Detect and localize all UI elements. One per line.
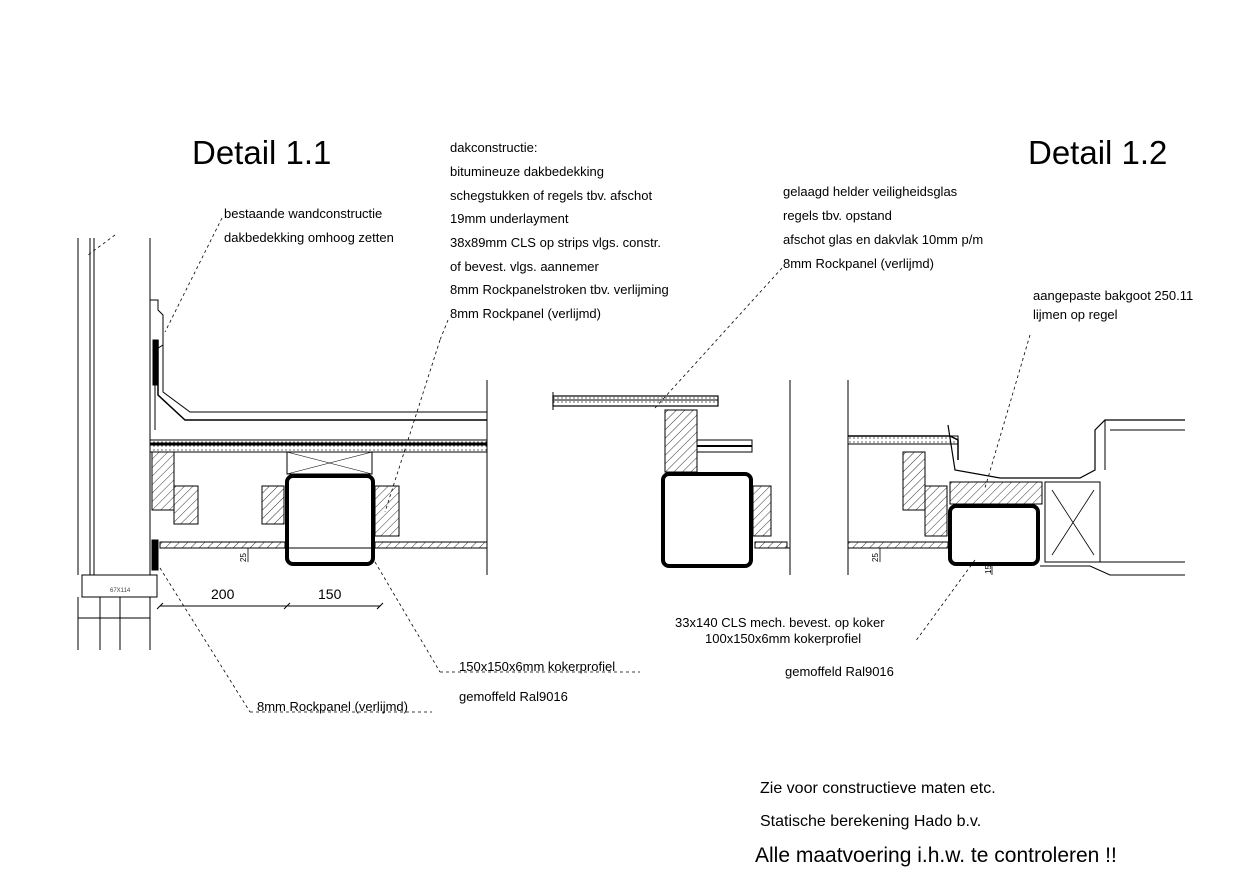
gutter-note-line: aangepaste bakgoot 250.11 <box>1033 288 1194 303</box>
profile-note-line: gemoffeld Ral9016 <box>459 689 568 704</box>
wall-note-line: bestaande wandconstructie <box>224 206 383 221</box>
footer-line: Statische berekening Hado b.v. <box>760 813 982 830</box>
roof-note-line: 38x89mm CLS op strips vlgs. constr. <box>450 235 661 250</box>
footer-line: Zie voor constructieve maten etc. <box>760 780 996 797</box>
panel-note-left: 8mm Rockpanel (verlijmd) <box>257 699 408 714</box>
roof-note-line: 19mm underlayment <box>450 211 569 226</box>
profile-note-line: 150x150x6mm kokerprofiel <box>459 659 616 674</box>
glass-note-line: 8mm Rockpanel (verlijmd) <box>783 256 934 271</box>
detail-1-1-title: Detail 1.1 <box>192 134 332 171</box>
detail-1-1-drawing <box>77 217 640 713</box>
detail-1-2-title: Detail 1.2 <box>1028 134 1168 171</box>
small-dimension-15-right: 15 <box>984 565 993 574</box>
profile-note-line: gemoffeld Ral9016 <box>785 664 894 679</box>
glass-note-line: regels tbv. opstand <box>783 208 892 223</box>
glass-note-line: gelaagd helder veiligheidsglas <box>783 184 958 199</box>
footer-warning: Alle maatvoering i.h.w. te controleren !… <box>755 844 1117 867</box>
frame-tag: 67X114 <box>110 588 131 594</box>
small-dimension-25-right: 25 <box>871 553 880 562</box>
roof-note-line: schegstukken of regels tbv. afschot <box>450 188 653 203</box>
profile-note-line: 100x150x6mm kokerprofiel <box>705 631 862 646</box>
roof-note-line: of bevest. vlgs. aannemer <box>450 259 599 274</box>
wall-note-line: dakbedekking omhoog zetten <box>224 230 394 245</box>
roof-note-line: bitumineuze dakbedekking <box>450 164 604 179</box>
glass-note-line: afschot glas en dakvlak 10mm p/m <box>783 232 984 247</box>
small-dimension-25-left: 25 <box>239 553 248 562</box>
dimension-200: 200 <box>211 586 235 602</box>
roof-note-line: 8mm Rockpanel (verlijmd) <box>450 306 601 321</box>
gutter-note-line: lijmen op regel <box>1033 307 1118 322</box>
roof-note-line: dakconstructie: <box>450 140 538 155</box>
detail-1-2-drawing <box>552 267 1185 643</box>
roof-note-line: 8mm Rockpanelstroken tbv. verlijming <box>450 282 669 297</box>
dimension-150: 150 <box>318 586 342 602</box>
profile-note-line: 33x140 CLS mech. bevest. op koker <box>675 615 885 630</box>
